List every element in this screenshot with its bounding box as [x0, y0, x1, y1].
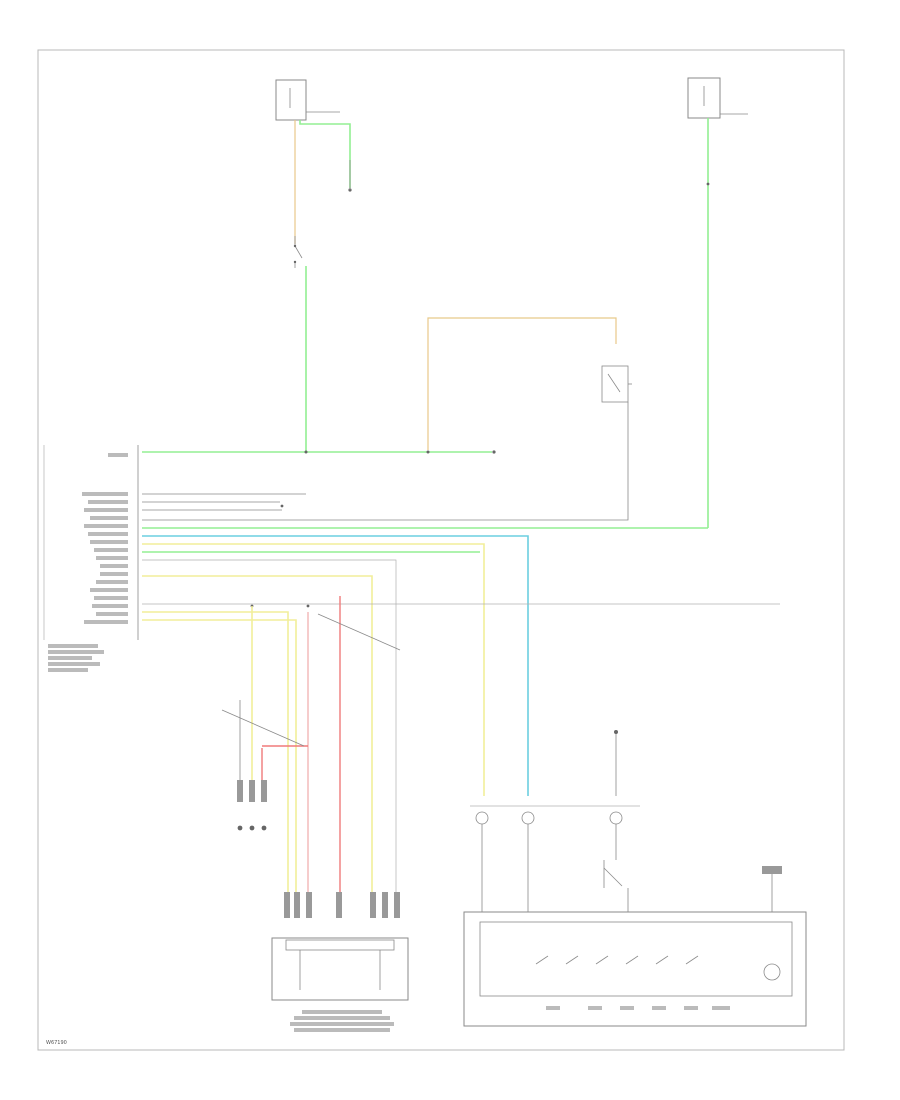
pcm-description	[48, 644, 104, 672]
output-shaft-speed-sensor-connector	[237, 780, 267, 831]
hot-at-all-times-fuse-block	[275, 79, 340, 121]
wire-fuse-to-stoplamps	[299, 120, 351, 188]
diagram-frame	[37, 49, 845, 1051]
pcm-connector	[43, 445, 139, 640]
wire-pin-17-yellow	[142, 619, 297, 900]
wire-sensor-loop	[427, 317, 617, 450]
leader-line	[221, 709, 305, 747]
solenoid-body-connectors	[284, 892, 400, 918]
wire-pin-12-yellow	[142, 575, 373, 900]
solenoid-body-assembly	[271, 937, 409, 1001]
wire-pin-16-yellow	[142, 611, 289, 900]
ground-terminal	[614, 730, 618, 796]
wire-pin-8-yellow	[142, 543, 485, 796]
solenoid-body-label	[290, 1010, 394, 1032]
splice	[706, 182, 710, 186]
transmission-control-switch-assembly	[463, 911, 807, 1027]
in-line-connectors	[475, 811, 623, 825]
illumination-ground	[762, 866, 782, 912]
switch-position-labels	[546, 1006, 730, 1010]
figure-code: W67190	[46, 1040, 67, 1046]
pcm-pin-labels	[82, 453, 128, 624]
wire-pin-7-cyan	[142, 535, 529, 796]
transmission-range-switch	[601, 365, 632, 403]
brake-pedal-switch	[293, 236, 303, 268]
central-junction-box	[687, 77, 748, 119]
overdrive-cancel-switch	[603, 860, 629, 912]
wire-pin-10-gray	[142, 559, 397, 900]
leader-line-2	[317, 613, 401, 651]
wire-switch-to-pcm	[142, 402, 629, 521]
